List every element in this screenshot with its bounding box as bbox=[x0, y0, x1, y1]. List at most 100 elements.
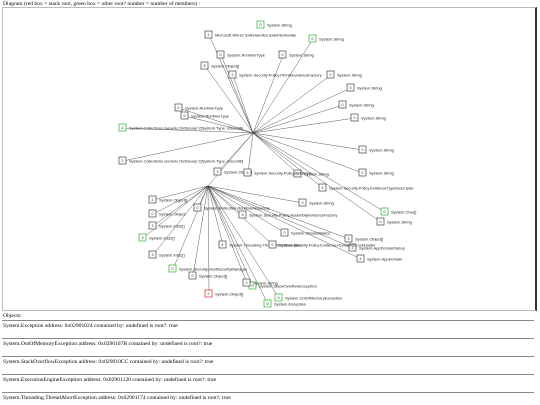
graph-edge bbox=[172, 185, 209, 270]
node-label: System.Collections.Generic.Dictionary`2[… bbox=[129, 126, 243, 131]
graph-edge bbox=[207, 185, 224, 246]
node-member-count: 3 bbox=[348, 237, 350, 241]
node-member-count: 0 bbox=[246, 281, 248, 285]
graph-edge bbox=[247, 132, 254, 174]
node-member-count: 0 bbox=[278, 296, 280, 300]
graph-edge bbox=[252, 132, 324, 189]
node-box bbox=[238, 210, 247, 219]
node-label: System.Security.Policy.EvidenceTypeDescr… bbox=[329, 186, 414, 191]
graph-edge bbox=[207, 185, 354, 249]
node-label: System.RuntimeType bbox=[191, 114, 230, 119]
graph-node[interactable]: 0 System.String bbox=[326, 70, 362, 79]
node-member-count: 2 bbox=[352, 246, 354, 250]
node-label: System.Object[] bbox=[355, 237, 383, 242]
divider bbox=[2, 338, 534, 339]
node-box bbox=[308, 34, 317, 43]
node-label: System.String bbox=[304, 172, 329, 177]
node-member-count: 0 bbox=[342, 103, 344, 107]
node-box bbox=[346, 83, 355, 92]
node-member-count: 0 bbox=[330, 73, 332, 77]
node-member-count: 0 bbox=[362, 171, 364, 175]
node-box bbox=[344, 234, 353, 243]
node-label: System.Int32[] bbox=[149, 236, 175, 241]
node-box bbox=[180, 111, 189, 120]
node-label: System.String bbox=[387, 220, 412, 225]
node-box bbox=[326, 70, 335, 79]
graph-node[interactable]: 2 System.AppDomainSetup bbox=[348, 243, 406, 252]
node-box bbox=[380, 207, 389, 216]
node-label: System.Object[] bbox=[159, 198, 187, 203]
node-member-count: 5 bbox=[247, 171, 249, 175]
node-label: System.Security.Policy.AssemblyEvidenceF… bbox=[249, 213, 337, 218]
node-box bbox=[242, 278, 251, 287]
graph-edge bbox=[252, 74, 332, 134]
object-row: System.OutOfMemoryException address: 0x0… bbox=[3, 341, 213, 347]
graph-node[interactable]: 3 System.Object[] bbox=[344, 234, 383, 243]
node-label: System.String bbox=[337, 73, 362, 78]
node-member-count: 3 bbox=[152, 253, 154, 257]
graph-edge bbox=[207, 185, 254, 287]
node-box bbox=[350, 113, 359, 122]
node-label: System.Security.Policy.Evidence+Evidence… bbox=[279, 243, 376, 248]
graph-edge bbox=[207, 185, 304, 204]
graph-edge bbox=[152, 185, 209, 215]
graph-edge bbox=[252, 54, 284, 134]
graph-node[interactable]: 3 System.Int32[] bbox=[138, 233, 175, 242]
node-box bbox=[174, 103, 183, 112]
graph-edge bbox=[152, 185, 209, 201]
node-label: System.AppDomain bbox=[367, 257, 402, 262]
objects-heading: Objects: bbox=[3, 313, 22, 319]
node-label: System.AppDomainSetup bbox=[359, 246, 406, 251]
node-box bbox=[168, 264, 177, 273]
object-row: System.Threading.ThreadAbortException ad… bbox=[3, 395, 231, 401]
node-box bbox=[204, 289, 213, 298]
node-member-count: 0 bbox=[197, 206, 199, 210]
node-member-count: 3 bbox=[142, 236, 144, 240]
node-label: System.Object[] bbox=[199, 274, 227, 279]
graph-node[interactable]: 0 System.String bbox=[358, 168, 394, 177]
objects-panel: Objects: System.Exception address: 0x029… bbox=[0, 313, 540, 405]
node-member-count: 0 bbox=[267, 302, 269, 306]
node-label: System.String bbox=[369, 171, 394, 176]
